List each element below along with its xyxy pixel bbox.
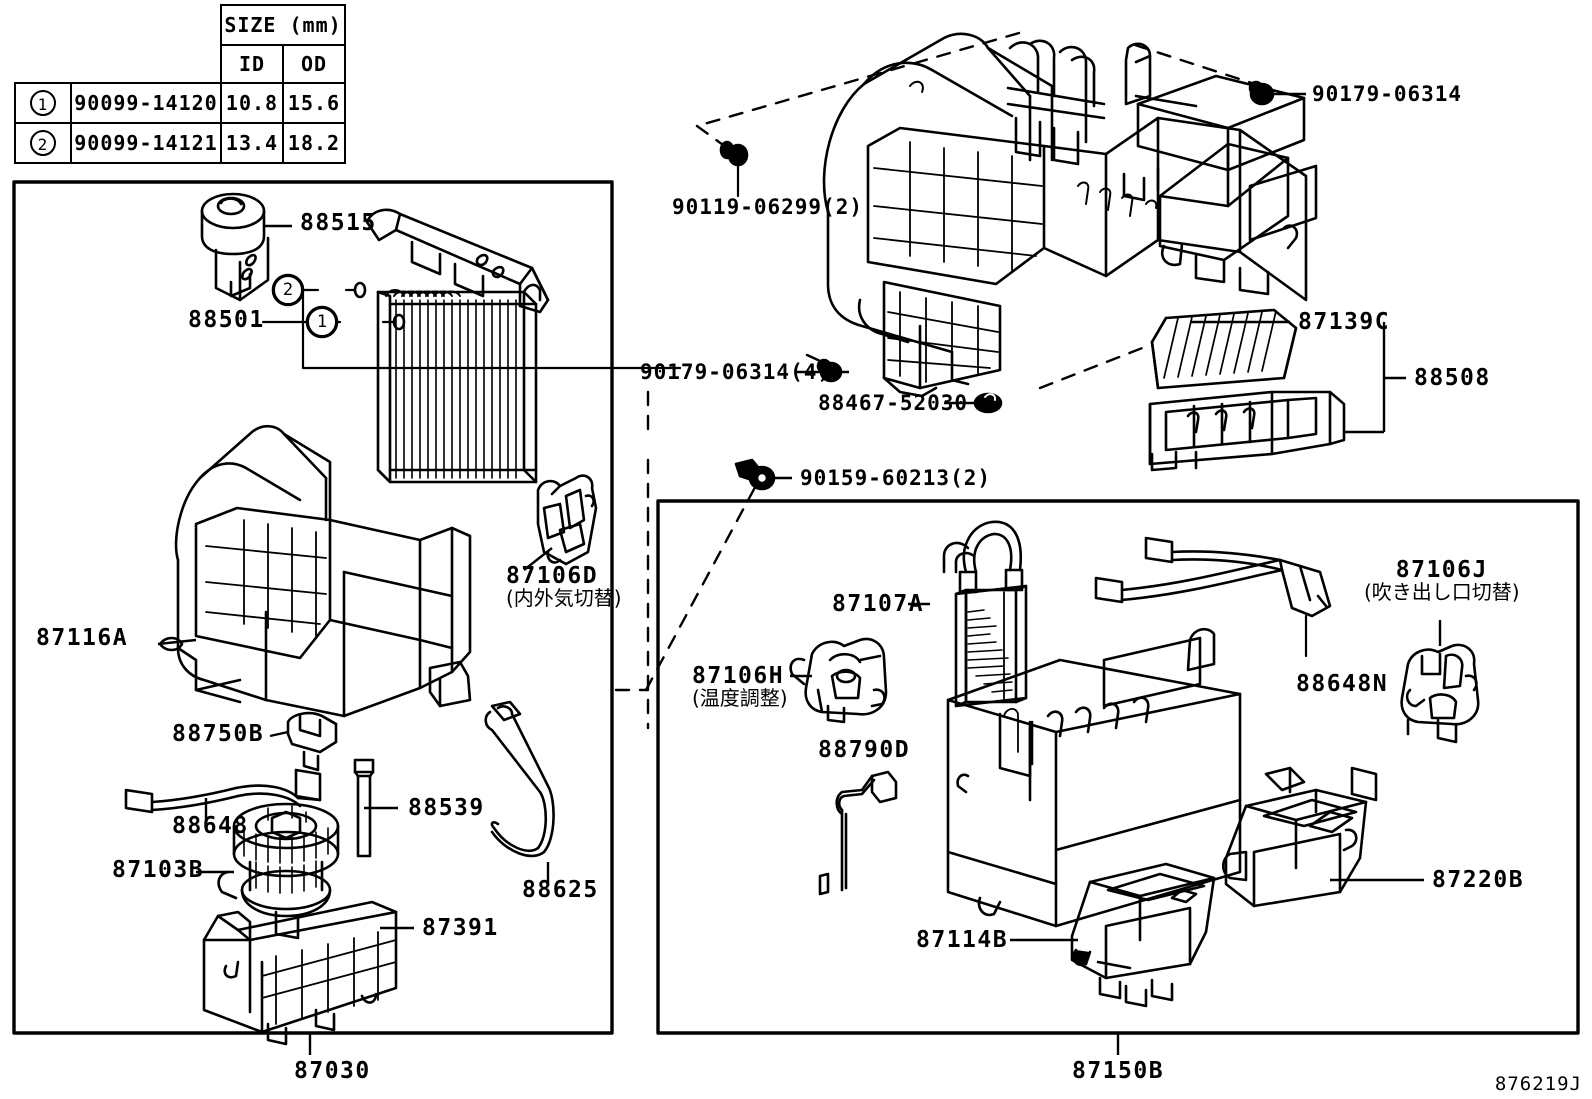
callout-87106H-code: 87106H	[692, 663, 785, 689]
row-index-2: 2	[14, 122, 72, 164]
callout-87106D-code: 87106D	[506, 563, 599, 589]
column-header-id: ID	[220, 44, 284, 84]
callout-87106H-note: (温度調整)	[692, 686, 788, 711]
evaporator-fins	[395, 299, 517, 479]
callout-87106J-note: (吹き出し口切替)	[1364, 580, 1520, 605]
fastener-90159-60213	[734, 458, 776, 491]
callout-87220B: 87220B	[1432, 867, 1525, 893]
bubble-ref-1: 1	[307, 307, 337, 337]
id-value-2: 13.4	[220, 122, 284, 164]
callout-87106D: 87106D (内外気切替)	[506, 564, 622, 609]
circled-number-1: 1	[30, 90, 56, 116]
callout-88508: 88508	[1414, 365, 1491, 391]
blower-case-grille	[205, 519, 327, 637]
callout-88501: 88501	[188, 307, 265, 333]
column-header-od: OD	[282, 44, 346, 84]
od-value-1: 15.6	[282, 82, 346, 124]
callout-88648: 88648	[172, 813, 249, 839]
part-87106H-temperature-servo	[789, 637, 888, 724]
part-87107A-heater-core	[942, 520, 1028, 708]
part-87103B-blower-motor	[217, 802, 340, 940]
part-blower-case-upper	[174, 424, 332, 702]
part-88750B-blower-resistor	[286, 711, 338, 772]
filter-edge	[1150, 316, 1168, 344]
leader-87116A	[157, 638, 197, 646]
part-88790D-control-rod	[818, 770, 898, 896]
part-87391-lower-case	[202, 900, 398, 1034]
callout-87106J: 87106J (吹き出し口切替)	[1364, 558, 1520, 603]
callout-90179-06314-4: 90179-06314(4)	[640, 360, 832, 384]
part-88515-expansion-valve	[200, 192, 270, 302]
part-hvac-center-ducts	[1006, 39, 1106, 166]
size-header: SIZE (mm)	[220, 4, 346, 46]
part-87106D-air-inlet-servo	[536, 474, 598, 566]
hvac-detail-marks	[909, 80, 1158, 217]
part-number-2: 90099-14121	[70, 122, 222, 164]
part-87391-grille	[261, 931, 397, 1025]
blower-fan-blades	[243, 805, 329, 894]
table-subheader-row: ID OD	[15, 44, 346, 84]
callout-88648N: 88648N	[1296, 671, 1389, 697]
callout-88539: 88539	[408, 795, 485, 821]
part-blower-case-lower	[176, 518, 472, 718]
part-88539-thermistor	[353, 758, 375, 858]
callout-90179-06314: 90179-06314	[1312, 82, 1463, 106]
part-88625-wire	[484, 700, 555, 858]
hvac-grille-top	[873, 141, 1043, 271]
part-number-1: 90099-14120	[70, 82, 222, 124]
panel-label-87030: 87030	[294, 1058, 371, 1084]
leader-88750B	[269, 730, 289, 738]
part-87106J-mode-servo	[1400, 643, 1480, 744]
part-hvac-right-body	[1042, 42, 1318, 302]
circled-number-2: 2	[30, 130, 56, 156]
callout-87107A: 87107A	[832, 591, 925, 617]
panel-frame-cooler	[12, 180, 614, 1035]
callout-88467-52030: 88467-52030	[818, 391, 969, 415]
row-index-1: 1	[14, 82, 72, 124]
size-table: SIZE (mm) ID OD 1 90099-14120 10.8 15.6 …	[14, 4, 346, 164]
callout-87139C: 87139C	[1298, 309, 1391, 335]
bubble-ref-2: 2	[273, 275, 303, 305]
hvac-base-edge	[950, 350, 970, 386]
part-evaporator-inlet-pipe	[365, 208, 550, 314]
exploded-guide-lines	[644, 31, 1263, 730]
callout-87114B: 87114B	[916, 927, 1009, 953]
part-87114B-air-duct	[1070, 862, 1216, 1008]
callout-90159-60213: 90159-60213(2)	[800, 466, 992, 490]
callout-87106H: 87106H (温度調整)	[692, 664, 788, 709]
part-87220B-air-register	[1221, 766, 1378, 908]
od-value-2: 18.2	[282, 122, 346, 164]
drawing-id: 876219J	[1494, 1073, 1582, 1095]
table-header-row: SIZE (mm)	[15, 4, 346, 46]
callout-87106D-note: (内外気切替)	[506, 586, 622, 611]
part-heater-case-main	[946, 627, 1242, 928]
part-88648N-harness	[1094, 536, 1332, 618]
part-87116A-clip	[158, 636, 184, 652]
callout-87116A: 87116A	[36, 625, 129, 651]
leader-87106D	[523, 547, 553, 571]
part-hvac-lower-duct	[857, 280, 1002, 390]
id-value-1: 10.8	[220, 82, 284, 124]
callout-88625: 88625	[522, 877, 599, 903]
callout-88790D: 88790D	[818, 737, 911, 763]
part-87391-tabs	[223, 960, 378, 1046]
hvac-base-tab	[882, 376, 938, 398]
table-row: 2 90099-14121 13.4 18.2	[14, 122, 346, 164]
part-88508-filter-housing	[1148, 390, 1346, 472]
panel-label-87150B: 87150B	[1072, 1058, 1165, 1084]
callout-88750B: 88750B	[172, 721, 265, 747]
callout-90119-06299: 90119-06299(2)	[672, 195, 864, 219]
fastener-90179-06314	[1248, 80, 1275, 106]
table-row: 1 90099-14120 10.8 15.6	[14, 82, 346, 124]
hvac-lower-grille	[887, 291, 999, 383]
callout-87106J-code: 87106J	[1395, 557, 1488, 583]
evaporator-tube-loops	[385, 289, 461, 297]
callout-88515: 88515	[300, 210, 377, 236]
callout-87391: 87391	[422, 915, 499, 941]
callout-87103B: 87103B	[112, 857, 205, 883]
